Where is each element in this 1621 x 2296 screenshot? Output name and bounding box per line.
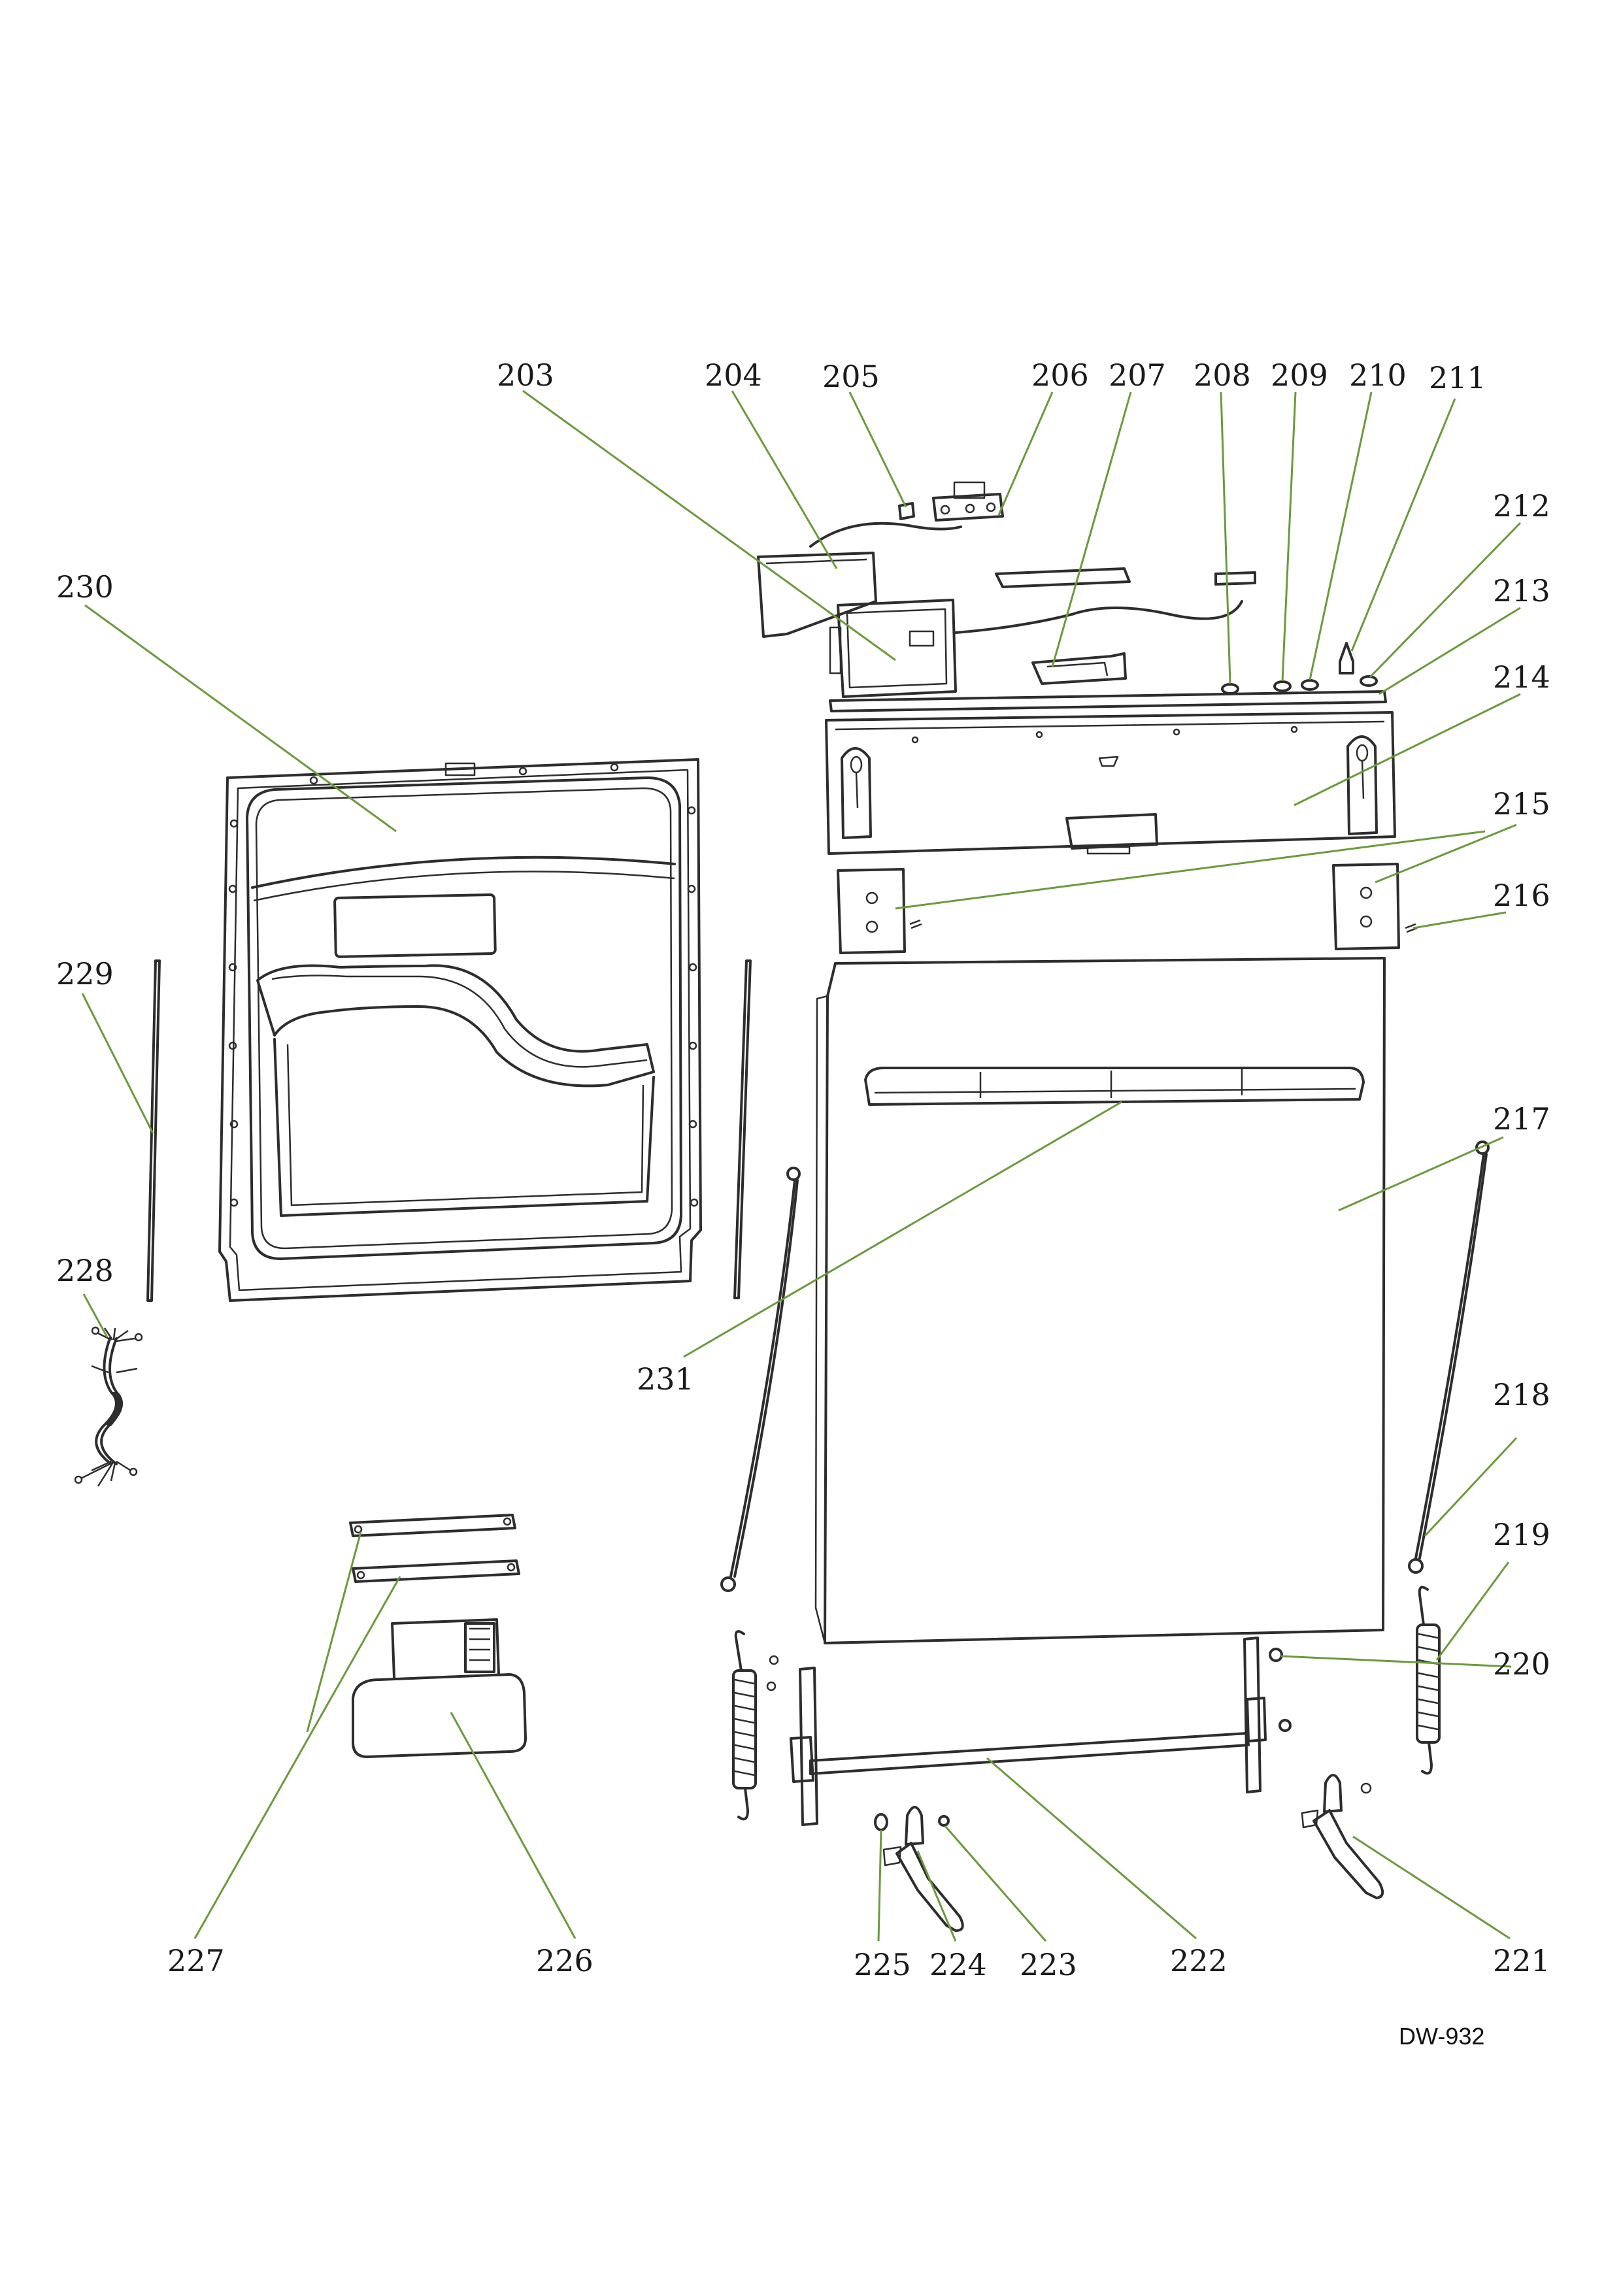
leader-210 <box>1309 391 1373 680</box>
callout-210: 210 <box>1349 358 1407 393</box>
leader-205 <box>848 391 907 508</box>
part-229-gasket-right <box>733 959 752 1299</box>
callout-208: 208 <box>1194 358 1251 393</box>
leader-208 <box>1220 391 1231 684</box>
leader-220 <box>1280 1655 1512 1668</box>
callout-228: 228 <box>56 1253 114 1288</box>
leader-213 <box>1379 607 1521 695</box>
leader-219 <box>1435 1561 1510 1661</box>
callout-215: 215 <box>1493 786 1550 822</box>
callout-231: 231 <box>637 1361 694 1397</box>
leader-206 <box>997 391 1054 516</box>
leader-217 <box>1338 1136 1504 1212</box>
part-208-211-buttons <box>1221 642 1378 695</box>
part-226-dispenser <box>352 1618 527 1758</box>
leader-225 <box>877 1829 882 1942</box>
callout-222: 222 <box>1170 1943 1228 1978</box>
leader-207 <box>1051 391 1132 667</box>
callout-204: 204 <box>705 358 762 393</box>
callout-207: 207 <box>1109 358 1166 393</box>
callout-220: 220 <box>1493 1646 1550 1682</box>
part-228-wire-harness <box>74 1326 143 1487</box>
callout-230: 230 <box>56 569 114 605</box>
part-222-hinge-shaft <box>790 1637 1267 1826</box>
leader-216 <box>1412 911 1507 929</box>
leader-229 <box>81 993 154 1134</box>
part-213-top-trim <box>829 690 1387 712</box>
part-218-cable-left <box>720 1167 801 1592</box>
callout-205: 205 <box>822 359 880 394</box>
callout-203: 203 <box>497 358 554 393</box>
part-229-gasket-left <box>146 959 161 1302</box>
part-205-clip <box>898 502 915 520</box>
callout-229: 229 <box>56 956 114 991</box>
leader-230 <box>84 604 397 833</box>
part-215-bracket-right <box>1332 863 1400 950</box>
callout-209: 209 <box>1271 358 1328 393</box>
part-207-latch-bracket <box>995 567 1131 685</box>
leader-lines <box>81 390 1522 1942</box>
part-206-switch-assembly <box>932 481 1004 522</box>
leader-228 <box>82 1293 109 1338</box>
part-225-washer <box>874 1813 888 1831</box>
part-214-control-panel <box>825 711 1396 855</box>
part-215-bracket-left <box>837 868 906 954</box>
leader-231 <box>683 1101 1122 1358</box>
part-227-trim-strips <box>349 1514 520 1583</box>
part-204-control-cover <box>757 522 962 638</box>
callout-206: 206 <box>1031 358 1089 393</box>
leader-215a <box>895 830 1486 910</box>
callout-225: 225 <box>854 1947 911 1982</box>
leader-221 <box>1352 1835 1511 1940</box>
leader-218 <box>1424 1437 1518 1537</box>
leader-211 <box>1350 398 1456 652</box>
callout-217: 217 <box>1493 1101 1550 1137</box>
part-221-hinge-lever <box>1301 1774 1384 1899</box>
callout-216: 216 <box>1493 878 1550 913</box>
leader-209 <box>1281 391 1297 682</box>
leader-212 <box>1369 522 1522 678</box>
part-217-outer-door-panel <box>814 957 1386 1644</box>
leader-214 <box>1294 693 1521 807</box>
part-219-spring-right <box>1416 1586 1441 1775</box>
leader-222 <box>986 1757 1197 1940</box>
callout-224: 224 <box>929 1947 987 1982</box>
callout-223: 223 <box>1020 1947 1077 1982</box>
part-216-screws <box>909 919 1418 933</box>
callout-218: 218 <box>1493 1377 1550 1412</box>
part-203-control-board <box>829 599 1243 698</box>
part-219-spring-left <box>732 1630 757 1821</box>
part-223-screw <box>938 1815 950 1827</box>
leader-226 <box>450 1712 577 1939</box>
drawing-code: DW-932 <box>1399 2023 1484 2050</box>
part-230-inner-door <box>218 758 702 1302</box>
callout-labels: 203 204 205 206 207 208 209 210 211 212 … <box>56 358 1550 1982</box>
callout-219: 219 <box>1493 1517 1550 1552</box>
leader-227a <box>193 1576 401 1939</box>
callout-214: 214 <box>1493 659 1550 695</box>
part-218-cable-right <box>1408 1140 1490 1574</box>
callout-227: 227 <box>167 1943 225 1978</box>
leader-224 <box>916 1850 957 1942</box>
callout-213: 213 <box>1493 573 1550 608</box>
leader-223 <box>944 1825 1047 1942</box>
leader-204 <box>731 390 838 569</box>
part-220-nuts <box>766 1648 1292 1732</box>
callout-221: 221 <box>1493 1943 1550 1978</box>
leader-227b <box>306 1531 362 1733</box>
leader-215b <box>1375 824 1517 884</box>
callout-226: 226 <box>536 1943 593 1978</box>
part-208-display-module <box>1214 571 1256 586</box>
leader-203 <box>522 390 896 661</box>
callout-212: 212 <box>1493 488 1550 524</box>
part-224-hinge-lever-left <box>882 1806 964 1932</box>
callout-211: 211 <box>1429 360 1486 395</box>
